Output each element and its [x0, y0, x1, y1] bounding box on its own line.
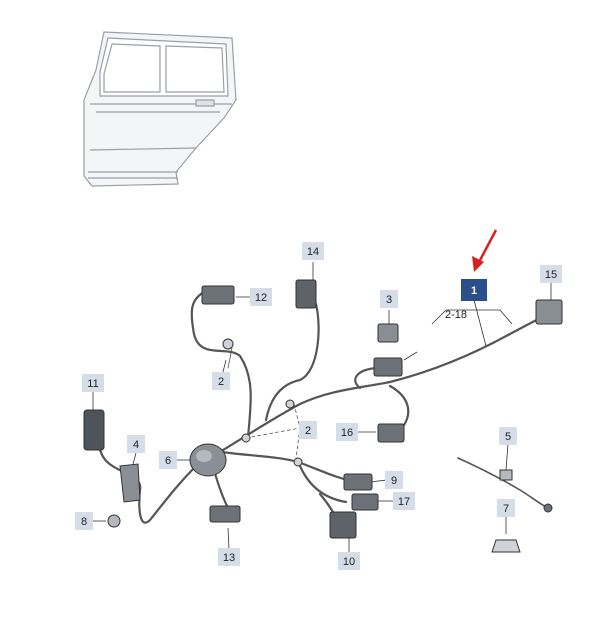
callout-leaders: [92, 262, 552, 552]
callout-label-p16: 16: [341, 427, 353, 439]
callout-box-p9: [385, 471, 403, 489]
wiring-harness: [96, 290, 554, 528]
callout-p5: 5: [499, 427, 517, 445]
callout-p12: 12: [250, 288, 272, 306]
callout-label-p5: 5: [505, 431, 511, 443]
callout-label-p4: 4: [133, 439, 139, 451]
red-arrow-icon: [472, 229, 498, 272]
callout-label-p10: 10: [343, 556, 355, 568]
callout-label-p8: 8: [81, 516, 87, 528]
callout-label-p14: 14: [307, 246, 319, 258]
callout-box-p3: [380, 290, 398, 308]
callout-p16: 16: [336, 423, 358, 441]
callout-label-p11: 11: [87, 378, 98, 390]
callout-box-p15: [540, 265, 562, 283]
connector-18: [373, 357, 403, 377]
callout-label-p2a: 2: [218, 376, 224, 388]
callout-label-p12: 12: [255, 292, 267, 304]
clip-3: [377, 323, 399, 343]
callout-label-p9: 9: [391, 475, 397, 487]
connector-16: [377, 423, 405, 443]
rear-door-illustration: [83, 31, 237, 187]
callout-box-p8: [75, 512, 93, 530]
callout-p15: 15: [540, 265, 562, 283]
range-label: 2-18: [445, 309, 467, 321]
components: [83, 279, 563, 553]
callout-p3: 3: [380, 290, 398, 308]
callout-p11: 11: [82, 374, 104, 392]
bracket-4: [119, 463, 141, 503]
callout-box-p14: [302, 242, 324, 260]
callout-box-p4: [127, 435, 145, 453]
callout-p2a: 2: [212, 372, 230, 390]
connector-14: [295, 279, 317, 309]
callout-label-p1: 1: [471, 285, 477, 297]
connector-12: [201, 285, 235, 305]
connector-15: [535, 299, 563, 325]
callout-box-p16: [336, 423, 358, 441]
callout-label-p17: 17: [398, 496, 410, 508]
callout-label-p7: 7: [503, 503, 509, 515]
callout-box-p13: [218, 548, 240, 566]
callout-box-p2a: [212, 372, 230, 390]
callout-p2b: 2: [299, 421, 317, 439]
callout-box-p12: [250, 288, 272, 306]
callout-box-p1: [461, 279, 487, 301]
callout-p10: 10: [338, 552, 360, 570]
callout-p17: 17: [393, 492, 415, 510]
connector-10: [329, 511, 357, 539]
callout-p14: 14: [302, 242, 324, 260]
connector-17: [351, 493, 379, 511]
callout-p8: 8: [75, 512, 93, 530]
callout-box-p11: [82, 374, 104, 392]
callout-box-p6: [159, 451, 177, 469]
callout-p7: 7: [497, 499, 515, 517]
callout-label-p13: 13: [223, 552, 235, 564]
callout-box-p2b: [299, 421, 317, 439]
callout-p6: 6: [159, 451, 177, 469]
callout-box-p10: [338, 552, 360, 570]
callout-box-p17: [393, 492, 415, 510]
screw-8: [107, 514, 121, 528]
callout-box-p5: [499, 427, 517, 445]
callout-label-p15: 15: [545, 269, 557, 281]
callout-box-p7: [497, 499, 515, 517]
clip-7: [491, 539, 521, 553]
connector-13: [209, 505, 241, 523]
callout-p1: 1: [461, 279, 487, 301]
callout-p9: 9: [385, 471, 403, 489]
connector-9: [343, 473, 373, 491]
callout-label-p6: 6: [165, 455, 171, 467]
fixing-point-2: [222, 338, 234, 350]
callout-p4: 4: [127, 435, 145, 453]
callout-p13: 13: [218, 548, 240, 566]
cable-tie-5: [499, 469, 513, 481]
callout-label-p2b: 2: [305, 425, 311, 437]
connector-11: [83, 409, 105, 451]
callout-label-p3: 3: [386, 294, 392, 306]
